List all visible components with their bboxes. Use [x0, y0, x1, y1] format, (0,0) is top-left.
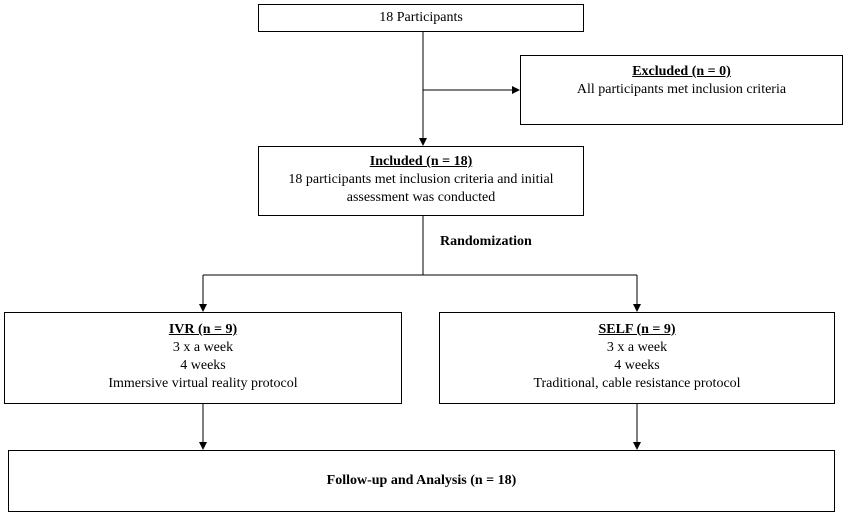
randomization-label: Randomization [440, 234, 532, 249]
included-text-line1: 18 participants met inclusion criteria a… [288, 172, 554, 187]
participants-text: 18 Participants [379, 10, 463, 25]
followup-box: Follow-up and Analysis (n = 18) [8, 450, 835, 512]
ivr-frequency: 3 x a week [172, 340, 234, 355]
self-frequency: 3 x a week [606, 340, 668, 355]
ivr-heading: IVR (n = 9) [168, 322, 238, 337]
excluded-text: All participants met inclusion criteria [576, 82, 787, 97]
excluded-heading: Excluded (n = 0) [632, 64, 731, 79]
self-heading: SELF (n = 9) [598, 322, 676, 337]
ivr-duration: 4 weeks [180, 358, 226, 373]
participants-box: 18 Participants [258, 4, 584, 32]
self-group-box: SELF (n = 9) 3 x a week 4 weeks Traditio… [439, 312, 835, 404]
included-box: Included (n = 18) 18 participants met in… [258, 146, 584, 216]
included-text-line2: assessment was conducted [346, 190, 496, 205]
included-heading: Included (n = 18) [369, 154, 473, 169]
followup-text: Follow-up and Analysis (n = 18) [326, 473, 517, 488]
ivr-group-box: IVR (n = 9) 3 x a week 4 weeks Immersive… [4, 312, 402, 404]
excluded-box: Excluded (n = 0) All participants met in… [520, 55, 843, 125]
ivr-protocol: Immersive virtual reality protocol [108, 376, 298, 391]
self-duration: 4 weeks [614, 358, 660, 373]
self-protocol: Traditional, cable resistance protocol [533, 376, 741, 391]
